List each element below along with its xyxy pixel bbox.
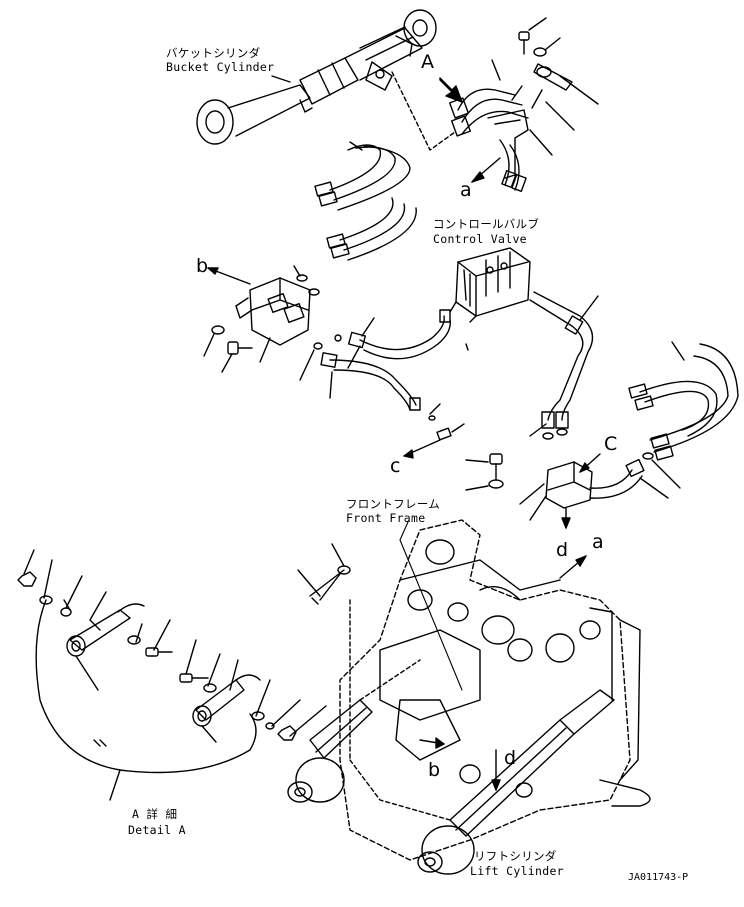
front-frame-label-jp: フロントフレーム: [346, 497, 441, 511]
callout-d-front: d: [556, 539, 569, 561]
callout-d-frame: d: [504, 747, 517, 769]
detail-a: [17, 571, 297, 774]
bucket-cylinder-label-jp: バケットシリンダ: [166, 46, 261, 60]
lift-cylinder-label-en: Lift Cylinder: [470, 864, 564, 878]
valve-hoses-right: [529, 291, 594, 429]
bucket-cylinder-label-en: Bucket Cylinder: [166, 60, 275, 74]
front-frame: [339, 519, 641, 861]
u-hose-right: [628, 343, 739, 461]
valve-hoses-left: [320, 309, 451, 411]
detail-a-label-en: Detail A: [128, 823, 186, 837]
callout-c-left: c: [390, 455, 401, 477]
lift-cylinder-right: [417, 689, 651, 875]
bucket-hose-assembly: [448, 88, 529, 192]
left-manifold-block: [235, 277, 311, 346]
lift-cylinder-left: [287, 659, 421, 803]
drawing-code: JA011743-P: [628, 872, 689, 883]
u-hose-left: [314, 144, 417, 261]
right-manifold: [545, 458, 645, 509]
detail-a-label-jp: A 詳 細: [132, 807, 178, 821]
control-valve: [449, 247, 531, 323]
callout-a-front: a: [592, 531, 604, 553]
bucket-cylinder: [196, 9, 437, 145]
front-frame-label-en: Front Frame: [346, 511, 426, 525]
callout-b-left: b: [196, 255, 209, 277]
control-valve-label-jp: コントロールバルブ: [433, 217, 540, 231]
callout-a-top: a: [460, 179, 472, 201]
callout-A: A: [421, 51, 434, 73]
top-right-fasteners: [518, 31, 573, 109]
lift-cylinder-label-jp: リフトシリンダ: [474, 849, 557, 863]
callout-b-frame: b: [428, 759, 441, 781]
callout-c-right: C: [604, 433, 618, 455]
control-valve-label-en: Control Valve: [433, 232, 527, 246]
